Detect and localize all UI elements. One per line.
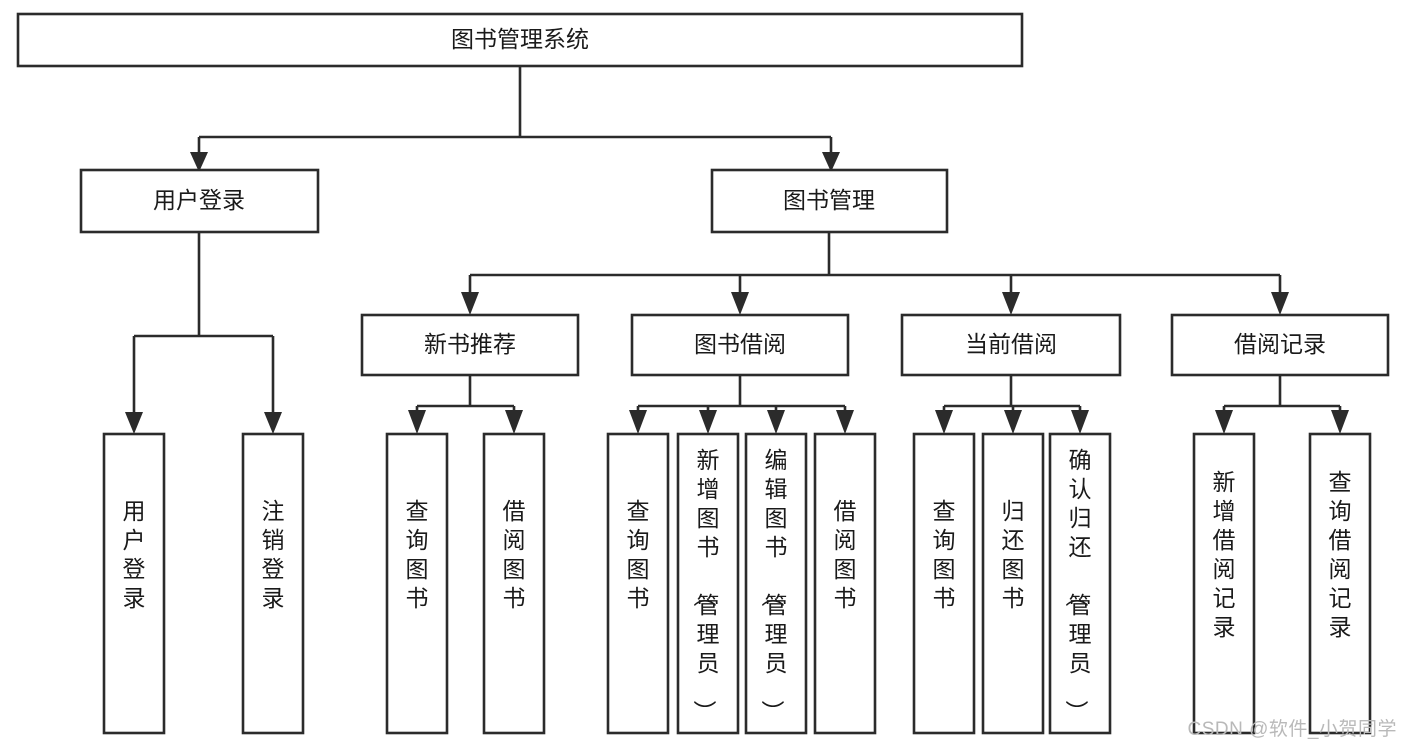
- node-box[interactable]: [744, 432, 808, 735]
- node-box[interactable]: [606, 432, 670, 735]
- edge-root-bus: [197, 66, 833, 152]
- arrow-head-icon: [1331, 410, 1349, 434]
- node-label: 查询图书: [933, 498, 956, 611]
- arrow-head-icon: [264, 412, 282, 434]
- arrow-head-icon: [699, 410, 717, 434]
- node-box[interactable]: [710, 168, 949, 234]
- node-label: 图书借阅: [694, 331, 786, 357]
- node-box[interactable]: [360, 313, 580, 377]
- node-label: 图书管理系统: [451, 26, 589, 52]
- arrow-head-icon: [1004, 410, 1022, 434]
- node-user-login[interactable]: 用户登录: [79, 168, 320, 234]
- node-label: 编辑图书（管理员）: [760, 447, 788, 723]
- node-box[interactable]: [241, 432, 305, 735]
- node-leaf-borrow-book-b[interactable]: 借阅图书: [813, 432, 877, 735]
- node-label: 用户登录: [123, 498, 146, 611]
- arrow-head-icon: [935, 410, 953, 434]
- node-leaf-query-book-c[interactable]: 查询图书: [912, 432, 976, 735]
- node-leaf-query-book-b[interactable]: 查询图书: [606, 432, 670, 735]
- arrow-head-icon: [505, 410, 523, 434]
- node-label: 当前借阅: [965, 331, 1057, 357]
- node-box[interactable]: [630, 313, 850, 377]
- connector-layer: [125, 66, 1349, 434]
- node-box[interactable]: [482, 432, 546, 735]
- node-box[interactable]: [1048, 432, 1112, 735]
- edge-currentborrow-bus: [942, 375, 1082, 412]
- edge-bookborrow-bus: [636, 375, 847, 412]
- arrow-head-icon: [125, 412, 143, 434]
- node-label: 查询借阅记录: [1329, 469, 1352, 640]
- node-leaf-logout[interactable]: 注销登录: [241, 432, 305, 735]
- edge-borrowrecord-bus: [1222, 375, 1342, 412]
- arrow-head-icon: [731, 292, 749, 315]
- arrow-head-icon: [1071, 410, 1089, 434]
- arrow-head-icon: [629, 410, 647, 434]
- edge-bookmgmt-bus: [468, 232, 1282, 292]
- arrow-head-icon: [190, 152, 208, 172]
- node-book-borrow[interactable]: 图书借阅: [630, 313, 850, 377]
- arrow-head-icon: [836, 410, 854, 434]
- node-label: 归还图书: [1002, 498, 1025, 611]
- node-leaf-user-login[interactable]: 用户登录: [102, 432, 166, 735]
- node-box[interactable]: [16, 12, 1024, 68]
- node-box[interactable]: [813, 432, 877, 735]
- node-box[interactable]: [676, 432, 740, 735]
- node-label: 注销登录: [262, 498, 285, 611]
- node-label: 新增借阅记录: [1213, 469, 1236, 640]
- arrow-head-icon: [1002, 292, 1020, 315]
- node-box[interactable]: [102, 432, 166, 735]
- node-box[interactable]: [900, 313, 1122, 377]
- node-leaf-query-record[interactable]: 查询借阅记录: [1308, 432, 1372, 735]
- node-box[interactable]: [1170, 313, 1390, 377]
- node-box[interactable]: [385, 432, 449, 735]
- node-label: 新书推荐: [424, 331, 516, 357]
- arrow-head-icon: [767, 410, 785, 434]
- edge-userlogin-bus: [132, 232, 275, 412]
- node-root[interactable]: 图书管理系统: [16, 12, 1024, 68]
- node-leaf-query-book-a[interactable]: 查询图书: [385, 432, 449, 735]
- node-leaf-add-record[interactable]: 新增借阅记录: [1192, 432, 1256, 735]
- arrow-head-icon: [408, 410, 426, 434]
- node-box[interactable]: [1308, 432, 1372, 735]
- node-book-management[interactable]: 图书管理: [710, 168, 949, 234]
- arrow-head-icon: [1215, 410, 1233, 434]
- node-box[interactable]: [79, 168, 320, 234]
- node-leaf-edit-book[interactable]: 编辑图书（管理员）: [744, 432, 808, 735]
- node-box[interactable]: [912, 432, 976, 735]
- node-label: 图书管理: [783, 187, 875, 213]
- node-label: 用户登录: [153, 187, 245, 213]
- node-label: 借阅记录: [1234, 331, 1326, 357]
- node-leaf-borrow-book-a[interactable]: 借阅图书: [482, 432, 546, 735]
- arrow-head-icon: [822, 152, 840, 172]
- node-current-borrow[interactable]: 当前借阅: [900, 313, 1122, 377]
- node-label: 查询图书: [406, 498, 429, 611]
- node-leaf-confirm-return[interactable]: 确认归还（管理员）: [1048, 432, 1112, 735]
- node-box[interactable]: [981, 432, 1045, 735]
- node-box[interactable]: [1192, 432, 1256, 735]
- node-label: 确认归还（管理员）: [1064, 447, 1092, 723]
- edge-newbook-bus: [415, 375, 516, 412]
- arrow-head-icon: [1271, 292, 1289, 315]
- node-label: 新增图书（管理员）: [692, 447, 720, 723]
- node-leaf-add-book[interactable]: 新增图书（管理员）: [676, 432, 740, 735]
- node-label: 借阅图书: [503, 498, 526, 611]
- node-new-book-recommend[interactable]: 新书推荐: [360, 313, 580, 377]
- node-label: 借阅图书: [834, 498, 857, 611]
- node-label: 查询图书: [627, 498, 650, 611]
- arrow-head-icon: [461, 292, 479, 315]
- node-borrow-record[interactable]: 借阅记录: [1170, 313, 1390, 377]
- node-leaf-return-book[interactable]: 归还图书: [981, 432, 1045, 735]
